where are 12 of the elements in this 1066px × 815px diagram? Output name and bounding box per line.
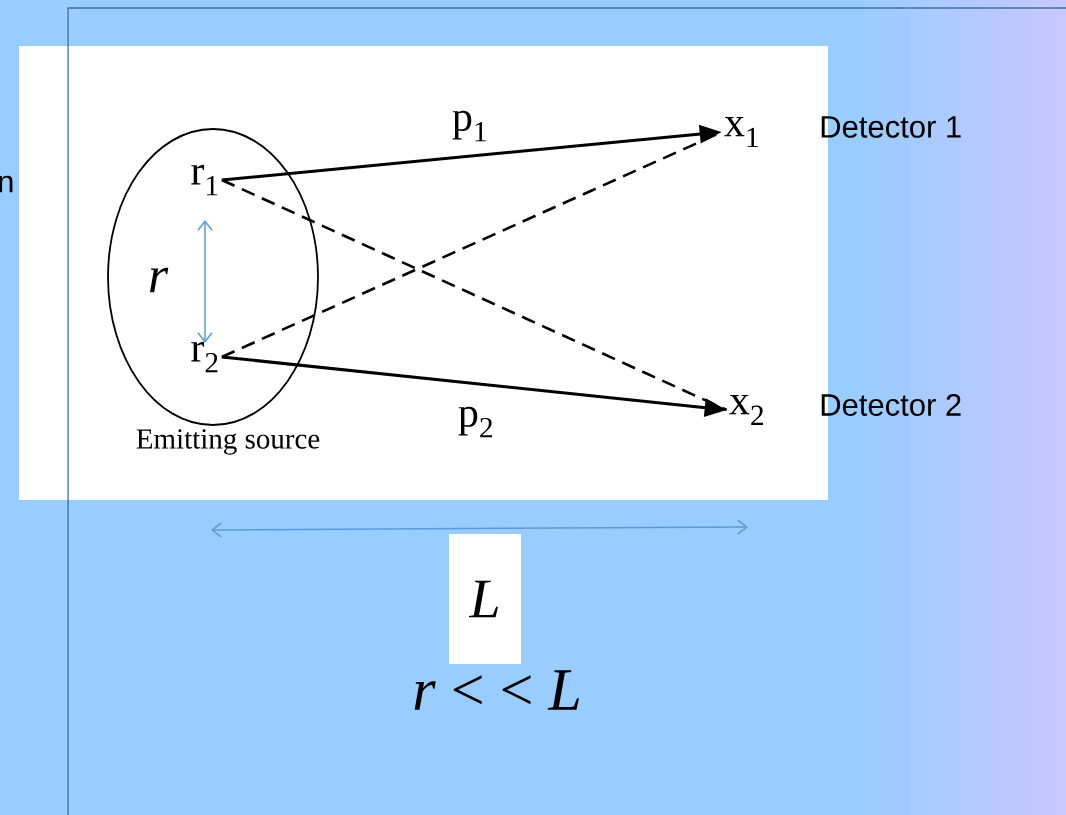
point-label: x$_{1}$ xyxy=(724,116,758,148)
dimension-label: r xyxy=(150,267,169,293)
point-label: r$_{1}$ xyxy=(191,164,218,196)
point-label: r$_{2}$ xyxy=(191,341,218,373)
detector-label: Detector 2 xyxy=(821,394,961,416)
slide-text: n xyxy=(0,175,13,193)
point-label: x$_{2}$ xyxy=(729,394,763,426)
dashed-line xyxy=(221,178,728,412)
detector-label: Detector 1 xyxy=(821,116,961,138)
inequality-label: r < < L xyxy=(414,670,579,710)
dimension-label: L xyxy=(449,534,521,664)
source-label: Emitting source xyxy=(136,429,320,455)
